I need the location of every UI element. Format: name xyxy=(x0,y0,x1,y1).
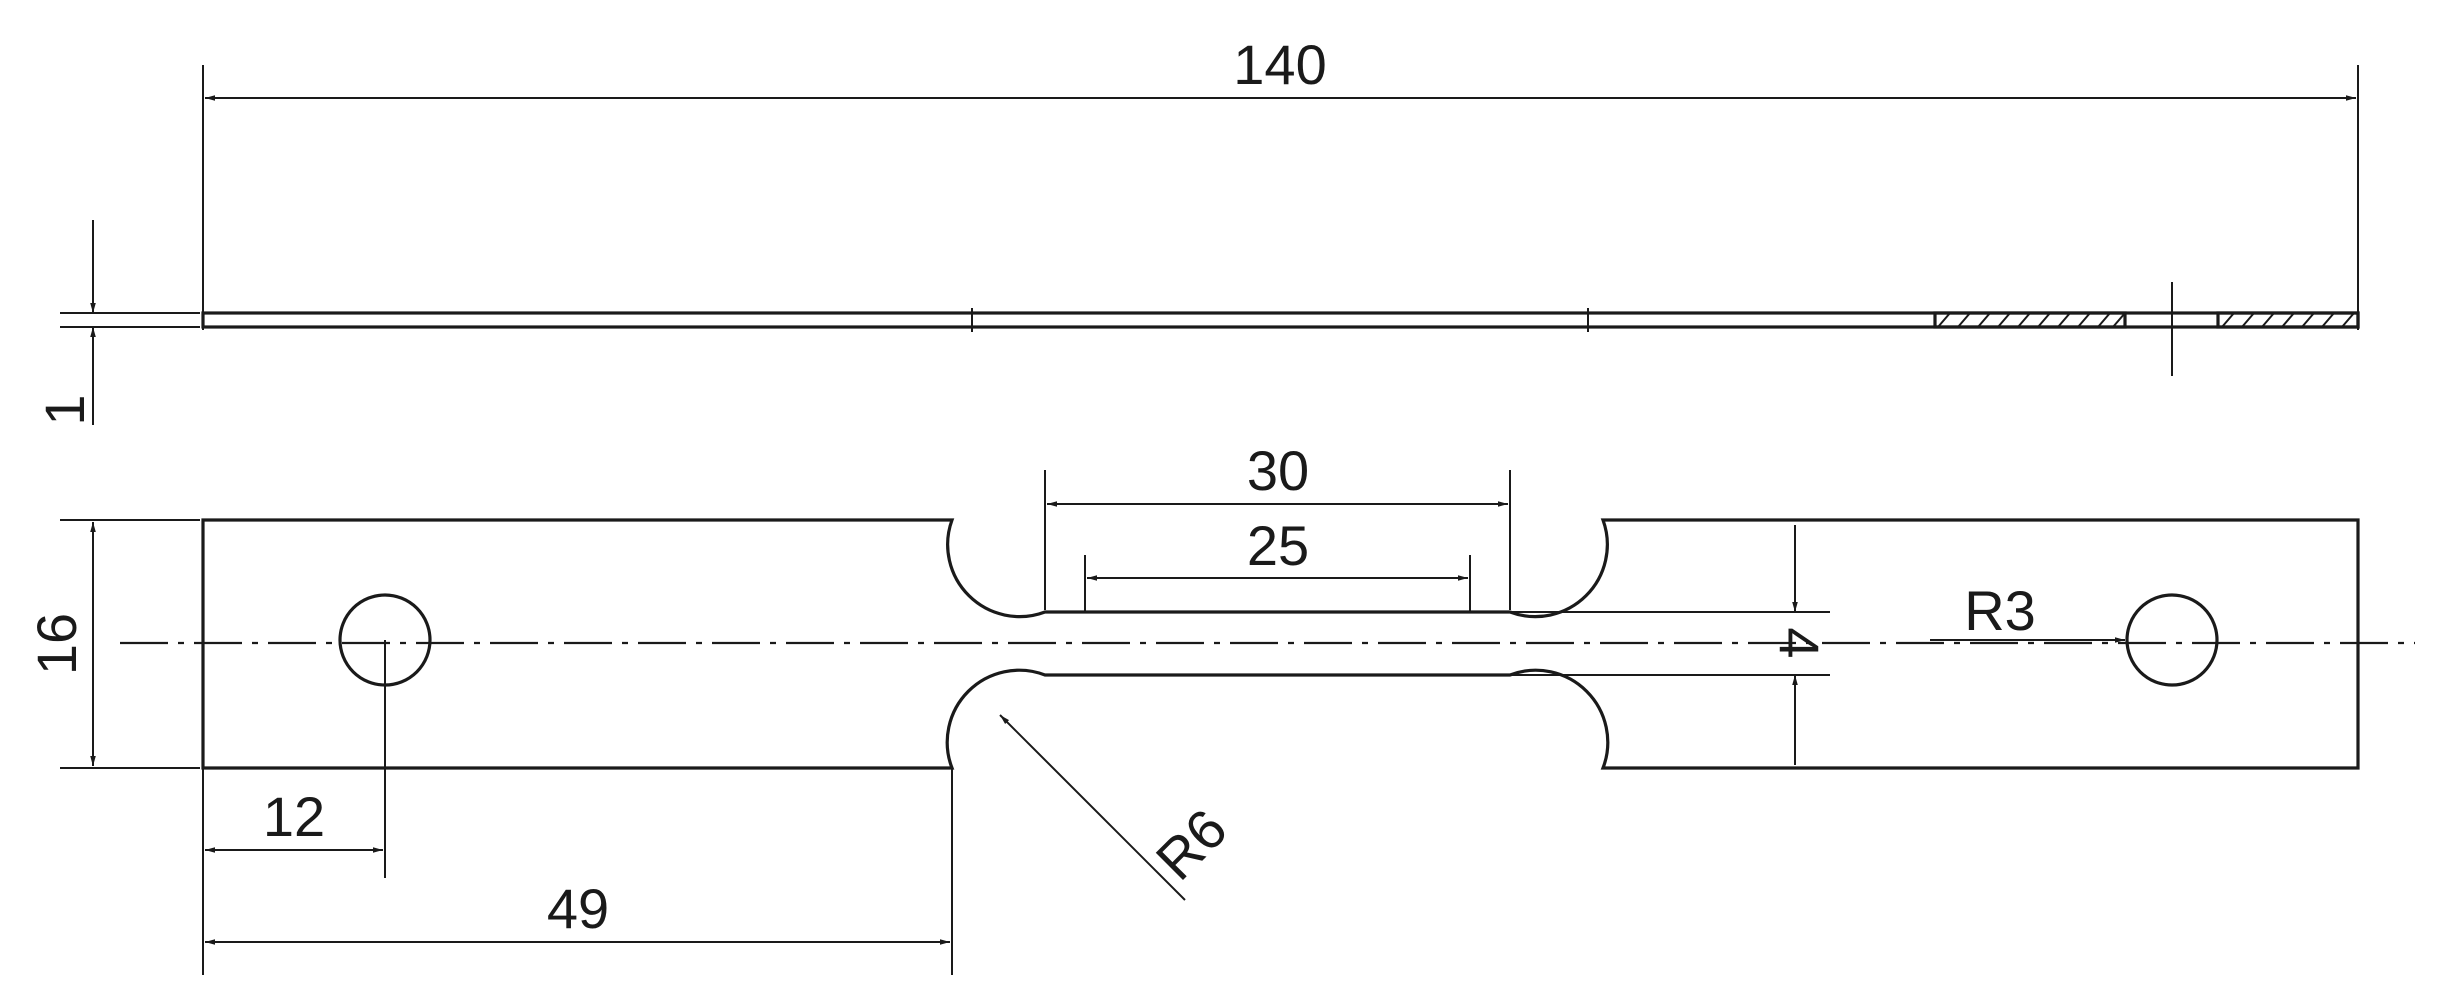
gauge-30-label: 30 xyxy=(1247,439,1309,502)
right-hole xyxy=(2125,593,2219,687)
specimen-outline xyxy=(201,518,2360,770)
gauge-width-label: 4 xyxy=(1768,627,1831,658)
side-view-hatch-region-right xyxy=(2216,311,2360,329)
top-view: 16 30 25 4 R3 R6 12 49 xyxy=(25,439,2415,975)
thickness-label: 1 xyxy=(33,394,96,425)
overall-length-label: 140 xyxy=(1233,33,1326,96)
gauge-25-label: 25 xyxy=(1247,514,1309,577)
hatch-lines-right xyxy=(2221,312,2355,328)
side-view: 140 xyxy=(33,33,2360,426)
side-view-plate xyxy=(201,311,2360,329)
shoulder-length-label: 49 xyxy=(547,877,609,940)
fillet-radius-label: R6 xyxy=(1144,797,1239,892)
hole-radius-label: R3 xyxy=(1964,579,2036,642)
hatch-lines-left xyxy=(1937,312,2126,328)
hole-offset-label: 12 xyxy=(263,785,325,848)
width-label: 16 xyxy=(25,613,88,675)
fillet-radius-leader xyxy=(999,714,1186,901)
